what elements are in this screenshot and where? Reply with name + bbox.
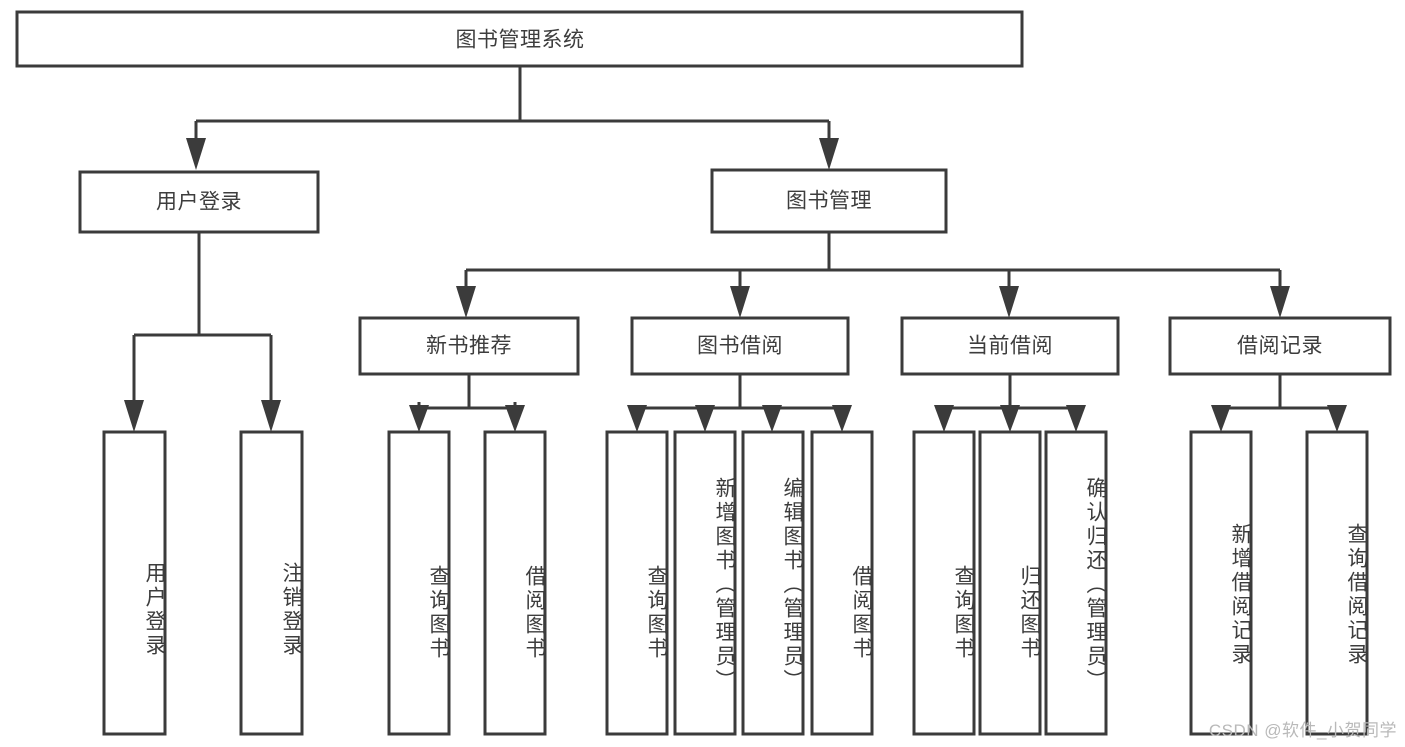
arrowhead-leaf-nb-query bbox=[409, 405, 429, 432]
arrowhead-leaf-bb-edit bbox=[762, 405, 782, 432]
node-borrow-record[interactable]: 借阅记录 bbox=[1168, 316, 1392, 376]
arrowhead-to-new-book bbox=[456, 286, 476, 318]
arrowhead-leaf-bb-borrow bbox=[832, 405, 852, 432]
leaf-box-nb-query-book[interactable] bbox=[387, 430, 451, 736]
node-current-borrow-label: 当前借阅 bbox=[967, 335, 1053, 358]
node-root[interactable]: 图书管理系统 bbox=[15, 10, 1024, 68]
arrowhead-leaf-logout bbox=[261, 400, 281, 432]
leaf-box-bb-edit-book[interactable] bbox=[741, 430, 805, 736]
node-current-borrow[interactable]: 当前借阅 bbox=[900, 316, 1120, 376]
arrowhead-leaf-bb-add bbox=[695, 405, 715, 432]
node-book-borrow-box[interactable] bbox=[630, 316, 850, 376]
arrowhead-leaf-cb-return bbox=[1000, 405, 1020, 432]
node-new-book-recommend[interactable]: 新书推荐 bbox=[358, 316, 580, 376]
leaf-box-logout[interactable] bbox=[239, 430, 304, 736]
arrowhead-to-borrow-record bbox=[1270, 286, 1290, 318]
node-user-login[interactable]: 用户登录 bbox=[78, 170, 320, 234]
node-root-box[interactable] bbox=[15, 10, 1024, 68]
leaf-box-bb-add-book[interactable] bbox=[673, 430, 737, 736]
node-book-management-label: 图书管理 bbox=[786, 190, 872, 213]
node-user-login-label: 用户登录 bbox=[156, 191, 242, 214]
arrowhead-to-current-borrow bbox=[999, 286, 1019, 318]
leaf-box-nb-borrow-book[interactable] bbox=[483, 430, 547, 736]
node-new-book-recommend-box[interactable] bbox=[358, 316, 580, 376]
arrowhead-leaf-bb-query bbox=[627, 405, 647, 432]
leaf-box-bb-borrow-book[interactable] bbox=[810, 430, 874, 736]
node-book-management[interactable]: 图书管理 bbox=[710, 168, 948, 234]
arrowhead-to-user-login bbox=[186, 138, 206, 170]
node-book-borrow[interactable]: 图书借阅 bbox=[630, 316, 850, 376]
node-current-borrow-box[interactable] bbox=[900, 316, 1120, 376]
leaf-box-user-login[interactable] bbox=[102, 430, 167, 736]
arrowhead-leaf-cb-query bbox=[934, 405, 954, 432]
node-book-management-box[interactable] bbox=[710, 168, 948, 234]
arrowhead-leaf-user-login bbox=[124, 400, 144, 432]
node-root-label: 图书管理系统 bbox=[456, 29, 585, 52]
node-borrow-record-label: 借阅记录 bbox=[1237, 335, 1323, 358]
leaf-box-br-query-record[interactable] bbox=[1305, 430, 1369, 736]
leaf-box-cb-confirm-return[interactable] bbox=[1044, 430, 1108, 736]
node-borrow-record-box[interactable] bbox=[1168, 316, 1392, 376]
arrowhead-leaf-cb-confirm bbox=[1066, 405, 1086, 432]
arrowhead-to-book-mgmt bbox=[819, 138, 839, 170]
leaf-box-bb-query-book[interactable] bbox=[605, 430, 669, 736]
arrowhead-leaf-br-add bbox=[1211, 405, 1231, 432]
leaf-box-cb-return-book[interactable] bbox=[978, 430, 1042, 736]
arrowhead-to-book-borrow bbox=[730, 286, 750, 318]
leaf-box-cb-query-book[interactable] bbox=[912, 430, 976, 736]
arrowhead-leaf-nb-borrow bbox=[505, 405, 525, 432]
csdn-watermark: CSDN @软件_小贺同学 bbox=[1208, 721, 1397, 740]
arrowhead-leaf-br-query bbox=[1327, 405, 1347, 432]
node-book-borrow-label: 图书借阅 bbox=[697, 335, 783, 358]
node-new-book-recommend-label: 新书推荐 bbox=[426, 335, 512, 358]
leaf-box-br-add-record[interactable] bbox=[1189, 430, 1253, 736]
